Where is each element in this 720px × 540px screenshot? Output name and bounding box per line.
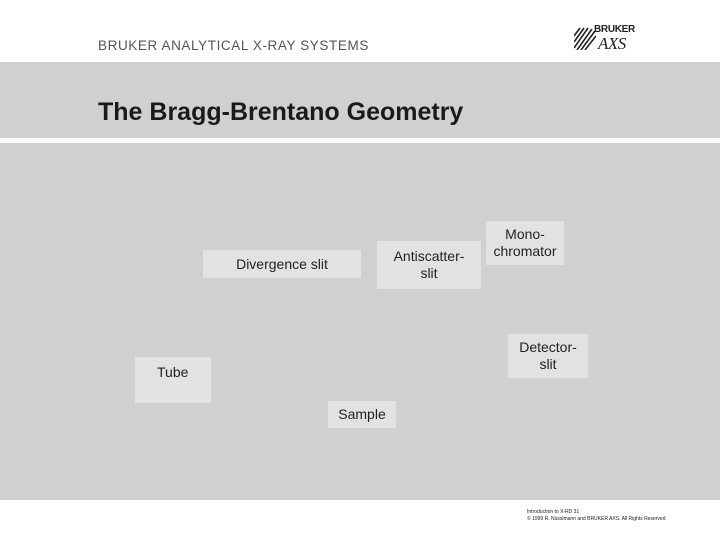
monochromator-text-2: chromator xyxy=(493,243,557,259)
monochromator-label: Mono- chromator xyxy=(486,221,564,265)
detector-slit-label: Detector- slit xyxy=(508,334,588,378)
footer-course: Introduction to X-RD 31 xyxy=(527,509,580,515)
title-divider xyxy=(0,138,720,143)
sample-text: Sample xyxy=(338,406,386,422)
detector-slit-text-2: slit xyxy=(539,356,557,372)
divergence-slit-label: Divergence slit xyxy=(203,250,361,278)
slide-title: The Bragg-Brentano Geometry xyxy=(98,98,464,126)
tube-label: Tube xyxy=(135,357,211,403)
antiscatter-text-2: slit xyxy=(420,265,438,281)
logo-text-axs: AXS xyxy=(598,34,626,53)
footer-copyright: © 1999 R. Nüsslmann and BRUKER AXS. All … xyxy=(527,516,666,522)
tube-text: Tube xyxy=(157,364,189,380)
logo-text-bruker: BRUKER xyxy=(594,24,635,35)
monochromator-text-1: Mono- xyxy=(505,226,545,242)
antiscatter-text-1: Antiscatter- xyxy=(393,248,465,264)
title-band xyxy=(0,62,720,138)
detector-slit-text-1: Detector- xyxy=(519,339,577,355)
logo-stripes-icon xyxy=(574,27,596,50)
diagram-panel xyxy=(0,143,720,500)
bruker-logo: BRUKER AXS xyxy=(574,24,636,54)
divergence-slit-text: Divergence slit xyxy=(236,255,328,272)
antiscatter-slit-label: Antiscatter- slit xyxy=(377,241,481,289)
sample-label: Sample xyxy=(328,401,396,428)
company-name: BRUKER ANALYTICAL X-RAY SYSTEMS xyxy=(98,38,369,53)
